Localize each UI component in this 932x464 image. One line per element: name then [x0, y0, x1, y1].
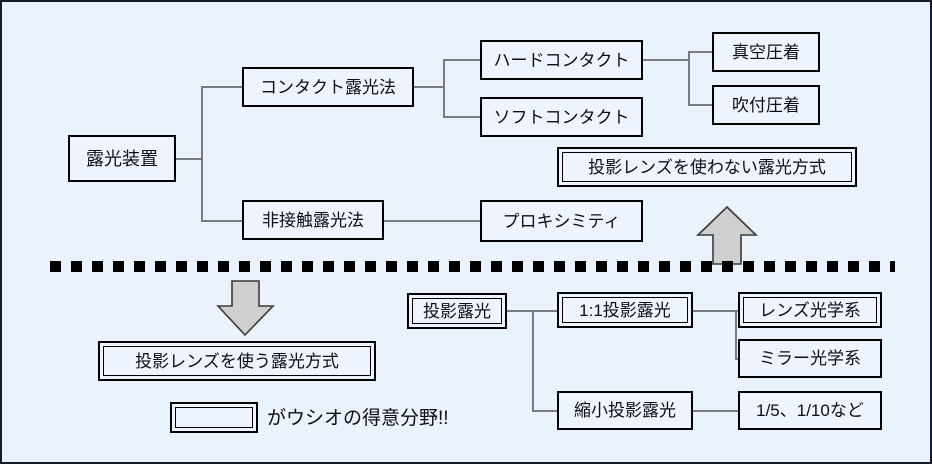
- node-reduction-projection[interactable]: 縮小投影露光: [557, 391, 693, 430]
- node-contact-exposure[interactable]: コンタクト露光法: [242, 67, 414, 107]
- node-exposure-equipment[interactable]: 露光装置: [68, 135, 176, 182]
- node-soft-contact-label: ソフトコンタクト: [493, 107, 630, 127]
- legend-text: がウシオの得意分野!!: [267, 408, 449, 429]
- connector-bus3: [688, 51, 690, 106]
- node-contact-exposure-label: コンタクト露光法: [260, 77, 396, 97]
- node-lens-optics[interactable]: レンズ光学系: [738, 292, 882, 328]
- connector-bus-to-one-to-one: [532, 310, 558, 312]
- node-reduction-projection-label: 縮小投影露光: [574, 401, 676, 420]
- node-projection-exposure[interactable]: 投影露光: [407, 293, 507, 329]
- callout-with-projection-lens-label: 投影レンズを使う露光方式: [103, 346, 371, 376]
- node-hard-contact[interactable]: ハードコンタクト: [480, 40, 643, 80]
- connector-optics-bus: [735, 310, 737, 360]
- node-exposure-equipment-label: 露光装置: [86, 148, 158, 169]
- node-noncontact-exposure-label: 非接触露光法: [262, 210, 364, 230]
- connector-root-bus: [201, 87, 203, 221]
- node-vacuum-bonding[interactable]: 真空圧着: [712, 32, 820, 72]
- node-blow-bonding-label: 吹付圧着: [732, 95, 800, 115]
- node-lens-optics-label: レンズ光学系: [743, 297, 877, 323]
- node-reduction-ratios[interactable]: 1/5、1/10など: [738, 391, 882, 430]
- callout-no-projection-lens-label: 投影レンズを使わない露光方式: [562, 152, 852, 182]
- down-arrow: [216, 279, 276, 337]
- node-proximity-label: プロキシミティ: [502, 211, 621, 231]
- node-mirror-optics-label: ミラー光学系: [759, 349, 861, 368]
- connector-projection-bus: [532, 310, 534, 411]
- callout-with-projection-lens[interactable]: 投影レンズを使う露光方式: [98, 341, 376, 381]
- connector-one-to-one-stub: [693, 310, 737, 312]
- connector-reduction-to-ratios: [693, 410, 739, 412]
- node-one-to-one-projection[interactable]: 1:1投影露光: [557, 292, 693, 328]
- connector-root-stub: [176, 158, 202, 160]
- node-vacuum-bonding-label: 真空圧着: [732, 42, 800, 62]
- node-one-to-one-projection-label: 1:1投影露光: [562, 297, 688, 323]
- connector-bus2-to-soft: [443, 116, 481, 118]
- node-blow-bonding[interactable]: 吹付圧着: [712, 85, 820, 125]
- legend-swatch: [170, 402, 258, 433]
- connector-contact-bus: [443, 59, 445, 117]
- connector-bus2-to-hard: [443, 59, 481, 61]
- up-arrow: [696, 205, 758, 265]
- node-noncontact-exposure[interactable]: 非接触露光法: [242, 200, 384, 240]
- node-proximity[interactable]: プロキシミティ: [480, 200, 643, 242]
- node-hard-contact-label: ハードコンタクト: [493, 50, 630, 70]
- node-reduction-ratios-label: 1/5、1/10など: [756, 401, 864, 420]
- node-soft-contact[interactable]: ソフトコンタクト: [480, 97, 643, 137]
- connector-noncontact-to-proximity: [384, 220, 481, 222]
- callout-no-projection-lens[interactable]: 投影レンズを使わない露光方式: [557, 147, 857, 187]
- legend-swatch-label: [175, 407, 253, 428]
- connector-contact-stub: [414, 86, 444, 88]
- dashed-divider: [50, 261, 895, 272]
- connector-bus-to-reduction: [532, 410, 558, 412]
- connector-bus3-to-blow: [688, 104, 713, 106]
- connector-bus-to-contact: [201, 86, 243, 88]
- connector-bus-to-noncontact: [201, 220, 243, 222]
- connector-bus3-to-vacuum: [688, 51, 713, 53]
- node-projection-exposure-label: 投影露光: [412, 298, 502, 324]
- connector-hard-stub: [643, 59, 689, 61]
- node-mirror-optics[interactable]: ミラー光学系: [738, 339, 882, 378]
